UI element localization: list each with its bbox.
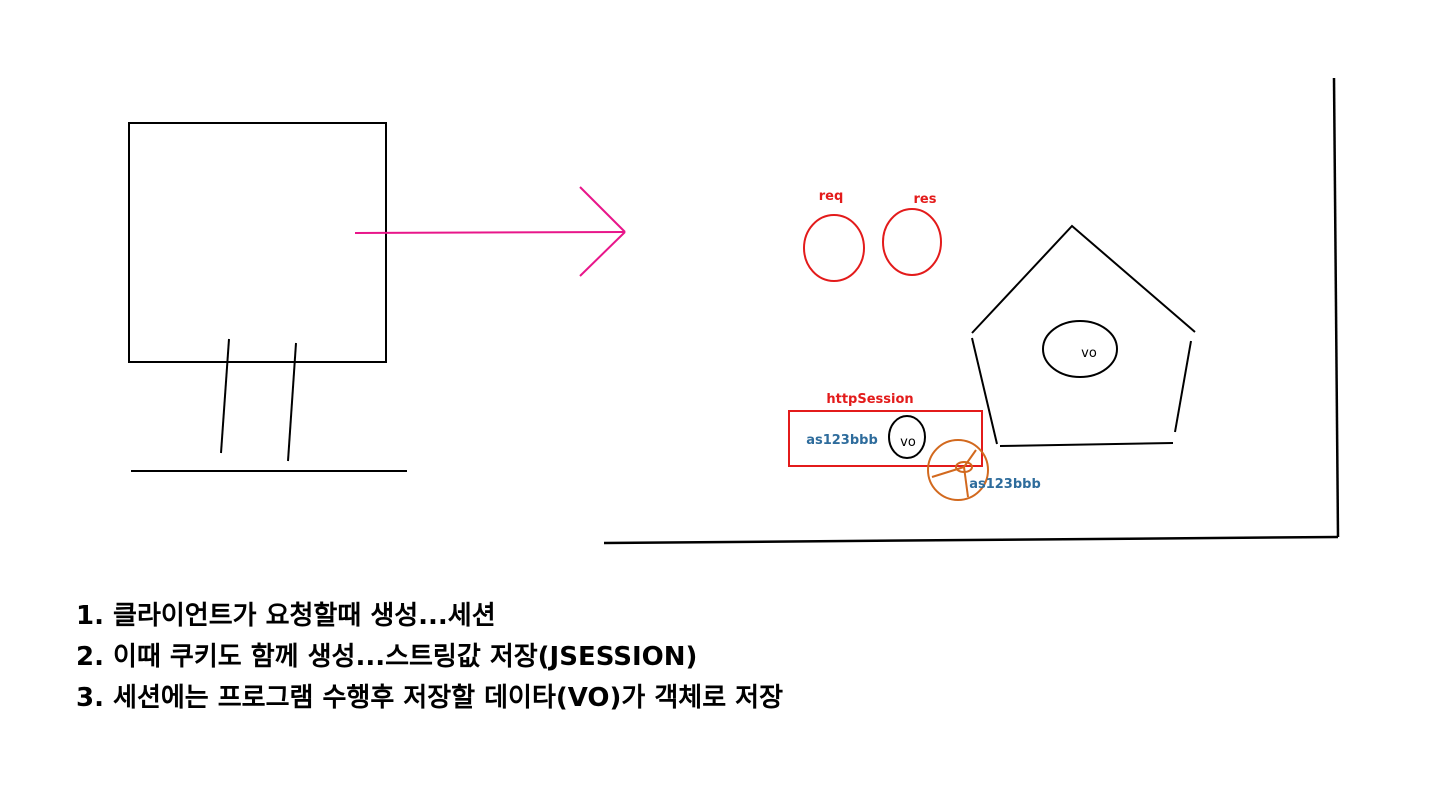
- http-session-box: [788, 410, 983, 467]
- client-computer: [128, 122, 407, 472]
- req-object: [803, 214, 865, 282]
- session-id-label: as123bbb: [806, 433, 878, 448]
- vo-object-server: [1042, 320, 1118, 378]
- client-monitor: [128, 122, 387, 363]
- cookie-icon: [927, 439, 989, 501]
- vo-object-session: [888, 415, 926, 459]
- note-3: 3. 세션에는 프로그램 수행후 저장할 데이타(VO)가 객체로 저장: [76, 683, 784, 713]
- note-1: 1. 클라이언트가 요청할때 생성...세션: [76, 601, 496, 631]
- cookie-id-label: as123bbb: [969, 477, 1041, 492]
- monitor-stand-left: [220, 338, 230, 454]
- notes-list: 1. 클라이언트가 요청할때 생성...세션 2. 이때 쿠키도 함께 생성..…: [76, 596, 783, 719]
- http-session-label: httpSession: [826, 392, 913, 407]
- note-2: 2. 이때 쿠키도 함께 생성...스트링값 저장(JSESSION): [76, 642, 698, 672]
- req-label: req: [819, 189, 844, 204]
- res-label: res: [914, 192, 937, 207]
- request-arrow: [354, 186, 626, 277]
- monitor-stand-right: [287, 342, 297, 462]
- vo-server-label: vo: [1081, 346, 1097, 361]
- server-boundary: [603, 77, 1340, 545]
- res-object: [882, 208, 942, 276]
- server-program-pentagon: [971, 224, 1196, 447]
- vo-session-label: vo: [900, 435, 916, 450]
